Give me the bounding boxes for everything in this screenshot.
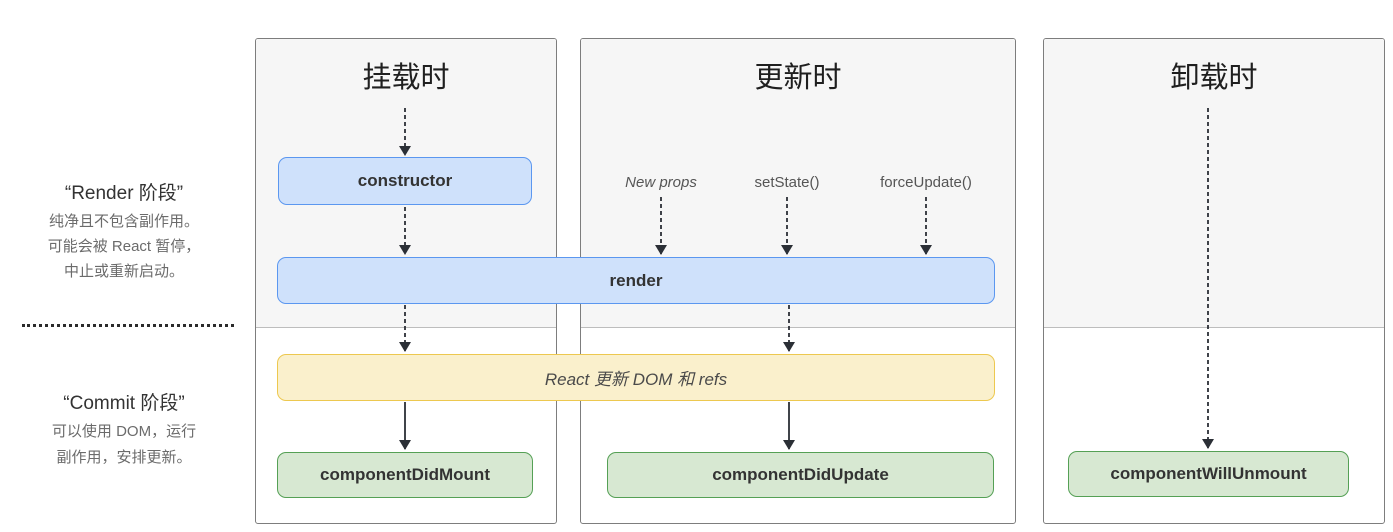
phase-dotted-divider: [22, 324, 234, 327]
trigger-new-props: New props: [625, 174, 697, 191]
render-phase-desc-line: 纯净且不包含副作用。: [48, 213, 199, 230]
commit-phase-desc-line: 可以使用 DOM，运行: [51, 423, 197, 440]
render-box[interactable]: render: [277, 257, 995, 304]
component-will-unmount-box[interactable]: componentWillUnmount: [1068, 451, 1349, 497]
component-did-update-box[interactable]: componentDidUpdate: [607, 452, 994, 498]
commit-phase-title: “Commit 阶段”: [63, 393, 185, 414]
trigger-force-update[interactable]: forceUpdate(): [880, 174, 972, 191]
constructor-box[interactable]: constructor: [278, 157, 532, 205]
render-phase-description: 纯净且不包含副作用。 可能会被 React 暂停， 中止或重新启动。: [8, 209, 240, 284]
commit-phase-description: 可以使用 DOM，运行 副作用，安排更新。: [8, 419, 240, 471]
column-title-unmounting: 卸载时: [1170, 62, 1258, 94]
commit-phase-desc-line: 副作用，安排更新。: [56, 449, 192, 466]
trigger-set-state[interactable]: setState(): [754, 174, 820, 191]
phase-sidebar: “Render 阶段” 纯净且不包含副作用。 可能会被 React 暂停， 中止…: [8, 0, 240, 532]
react-updates-dom-box: React 更新 DOM 和 refs: [277, 354, 995, 401]
column-title-mounting: 挂载时: [362, 62, 450, 94]
column-unmounting: 卸载时: [1043, 38, 1385, 524]
render-phase-desc-line: 中止或重新启动。: [63, 263, 184, 280]
component-did-mount-box[interactable]: componentDidMount: [277, 452, 533, 498]
render-phase-desc-line: 可能会被 React 暂停，: [47, 238, 201, 255]
render-phase-title: “Render 阶段”: [64, 183, 184, 204]
unmounting-render-phase-zone: [1044, 39, 1384, 328]
column-title-updating: 更新时: [754, 62, 842, 94]
